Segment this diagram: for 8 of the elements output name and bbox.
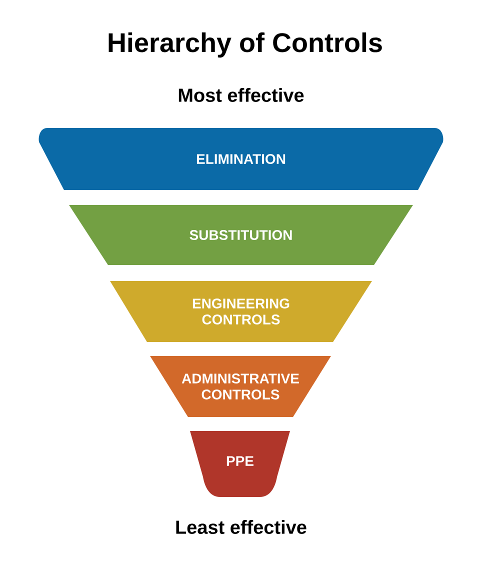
hierarchy-band: ENGINEERING CONTROLS <box>110 281 372 342</box>
effectiveness-label: Least effective <box>176 520 306 534</box>
hierarchy-band: ADMINISTRATIVE CONTROLS <box>150 356 331 417</box>
hierarchy-band: PPE <box>190 431 290 497</box>
hierarchy-band: ELIMINATION <box>38 128 444 190</box>
effectiveness-label: Most effective <box>178 88 304 102</box>
hierarchy-band: SUBSTITUTION <box>69 205 413 265</box>
title: Hierarchy of Controls <box>108 32 382 58</box>
